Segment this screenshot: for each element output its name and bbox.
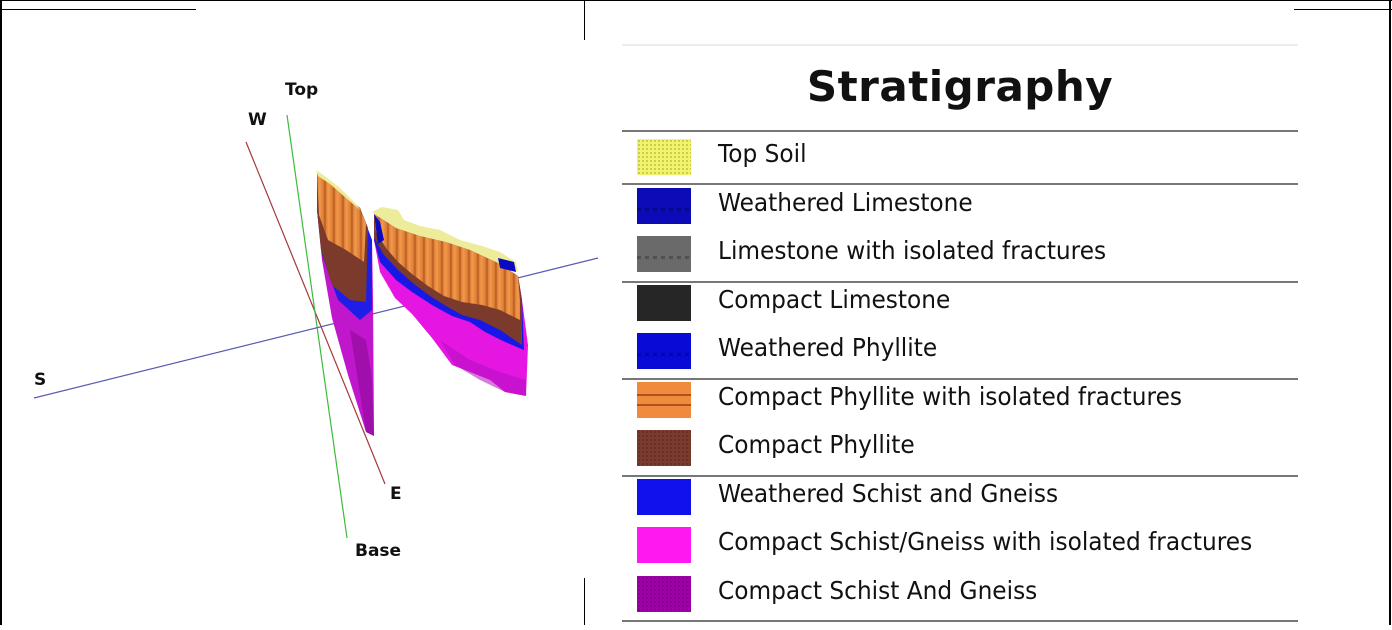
frame-right-border: [1389, 0, 1391, 625]
legend-item: Compact Schist And Gneiss: [622, 567, 1298, 616]
legend-item-label: Compact Phyllite: [718, 430, 915, 459]
legend-item: Compact Limestone: [622, 276, 1298, 325]
legend-swatch: [637, 527, 691, 563]
legend-item: Weathered Limestone: [622, 179, 1298, 228]
legend-divider: [622, 378, 1298, 380]
legend-item-label: Compact Phyllite with isolated fractures: [718, 381, 1182, 411]
legend-swatch: [637, 430, 691, 466]
right-model-slab: [372, 207, 528, 396]
axis-label-w: W: [248, 110, 267, 130]
legend-divider: [622, 475, 1298, 477]
frame-top-border: [0, 0, 1392, 1]
legend-divider: [622, 620, 1298, 622]
legend-item-label: Limestone with isolated fractures: [718, 236, 1107, 265]
legend-item: Compact Schist/Gneiss with isolated frac…: [622, 518, 1298, 567]
axis-label-e: E: [390, 484, 402, 504]
legend-item: Compact Phyllite with isolated fractures: [622, 373, 1298, 422]
frame-header-rule-left: [0, 9, 196, 10]
frame-left-border: [0, 0, 2, 625]
legend-item-label: Weathered Phyllite: [718, 333, 938, 362]
legend-swatch: [637, 187, 691, 224]
panel-divider-bottom: [584, 578, 585, 625]
axis-label-top: Top: [285, 80, 319, 100]
legend-swatch: [637, 381, 691, 418]
legend-top-rule: [622, 44, 1298, 46]
legend-divider: [622, 183, 1298, 185]
left-model-slab: [316, 170, 374, 436]
legend-title: Stratigraphy: [806, 62, 1114, 111]
legend-item: Weathered Schist and Gneiss: [622, 470, 1298, 519]
legend-item-label: Weathered Limestone: [718, 187, 973, 217]
legend-swatch: [637, 333, 691, 369]
legend-swatch: [637, 478, 691, 515]
legend-item-label: Compact Limestone: [718, 284, 951, 314]
legend-item-label: Compact Schist/Gneiss with isolated frac…: [718, 527, 1253, 556]
model-canvas: [33, 114, 599, 539]
legend-item: Limestone with isolated fractures: [622, 227, 1298, 276]
axis-label-base: Base: [355, 541, 402, 561]
legend-item: Weathered Phyllite: [622, 324, 1298, 373]
frame-header-rule-right: [1294, 9, 1392, 10]
legend-swatch: [637, 139, 691, 175]
legend-item-label: Weathered Schist and Gneiss: [718, 478, 1059, 508]
geological-3d-model: Top W S E Base: [0, 0, 600, 625]
legend-item-label: Compact Schist And Gneiss: [718, 575, 1038, 605]
legend-item-label: Top Soil: [718, 139, 807, 168]
top-base-axis-line: [286, 114, 348, 539]
legend-swatch: [637, 575, 691, 612]
legend-swatch: [637, 236, 691, 272]
legend-item: Top Soil: [622, 130, 1298, 179]
axis-label-s: S: [34, 370, 47, 390]
legend-divider: [622, 281, 1298, 283]
legend-divider: [622, 130, 1298, 132]
panel-divider-top: [584, 0, 585, 40]
legend-item: Compact Phyllite: [622, 421, 1298, 470]
legend-swatch: [637, 284, 691, 321]
